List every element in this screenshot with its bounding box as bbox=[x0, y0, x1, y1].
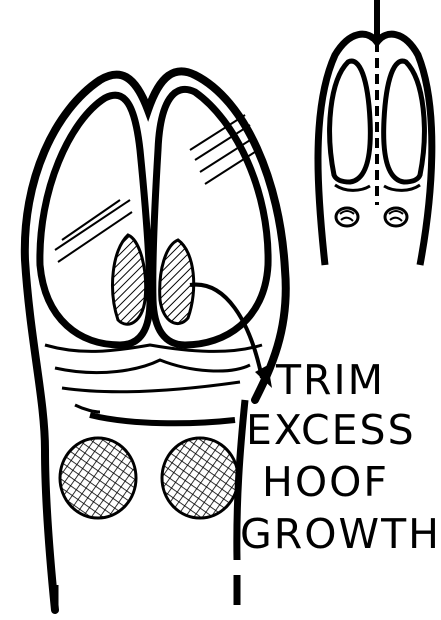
callout-line-growth: GROWTH bbox=[240, 514, 441, 555]
inset-hoof bbox=[318, 0, 432, 265]
heel-skin-lines bbox=[45, 345, 262, 423]
left-dew-claw bbox=[60, 438, 136, 518]
callout-line-trim: TRIM bbox=[276, 360, 385, 401]
callout-line-hoof: HOOF bbox=[262, 462, 389, 503]
callout-line-excess: EXCESS bbox=[246, 410, 416, 451]
inset-dew-claw-right bbox=[385, 208, 407, 226]
inset-right-claw bbox=[384, 61, 425, 182]
inset-left-claw bbox=[330, 61, 371, 182]
inset-heel-line-right bbox=[384, 185, 420, 190]
right-dew-claw bbox=[162, 438, 238, 518]
inset-heel-line-left bbox=[335, 185, 370, 190]
inset-dew-claw-left bbox=[336, 208, 358, 226]
